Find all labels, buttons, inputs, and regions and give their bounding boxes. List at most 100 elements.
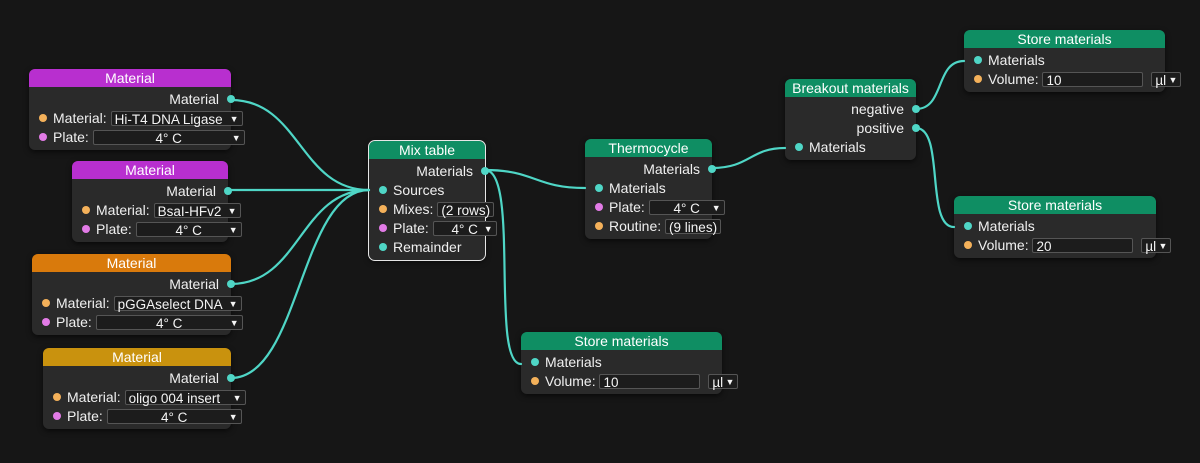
store-node-3[interactable]: Store materials Materials Volume: 10 µl▼ xyxy=(521,332,739,394)
remainder-input-port[interactable] xyxy=(379,243,387,252)
store-header[interactable]: Store materials xyxy=(954,196,1156,214)
unit-select[interactable]: µl▼ xyxy=(1141,237,1172,254)
volume-input[interactable]: 20 xyxy=(1032,237,1134,254)
material-output-label: Material xyxy=(169,90,219,107)
routine-input-port[interactable] xyxy=(595,222,603,231)
plate-select-row: Plate: 4° C▼ xyxy=(32,312,243,331)
breakout-node[interactable]: Breakout materials negative positive Mat… xyxy=(785,79,920,160)
thermo-input-label: Materials xyxy=(609,179,666,196)
store-header[interactable]: Store materials xyxy=(521,332,722,350)
volume-row: Volume: 10 µl▼ xyxy=(964,69,1182,88)
material-output-row: Material xyxy=(32,274,235,293)
plate-input-port[interactable] xyxy=(595,203,603,212)
thermo-output-port[interactable] xyxy=(708,164,716,173)
material-input-port[interactable] xyxy=(53,393,61,402)
material-input-port[interactable] xyxy=(82,206,90,215)
plate-input-port[interactable] xyxy=(82,225,90,234)
store-header[interactable]: Store materials xyxy=(964,30,1165,48)
mix-output-port[interactable] xyxy=(481,166,489,175)
store-node-1[interactable]: Store materials Materials Volume: 10 µl▼ xyxy=(964,30,1182,92)
routine-label: Routine: xyxy=(609,217,662,234)
wire-thermocycle-to-breakout xyxy=(710,146,787,170)
routine-row: Routine: (9 lines) xyxy=(585,216,722,235)
plate-input-port[interactable] xyxy=(379,224,387,233)
routine-button[interactable]: (9 lines) xyxy=(665,218,722,235)
dropdown-arrow-icon: ▼ xyxy=(711,202,721,213)
volume-input-port[interactable] xyxy=(974,75,982,84)
plate-select-row: Plate: 4° C▼ xyxy=(29,127,245,146)
volume-input-port[interactable] xyxy=(531,377,539,386)
mixes-button[interactable]: (2 rows) xyxy=(437,201,495,218)
plate-select[interactable]: 4° C▼ xyxy=(92,129,245,146)
plate-field-label: Plate: xyxy=(53,128,89,145)
store-input-port[interactable] xyxy=(974,56,982,65)
plate-select[interactable]: 4° C▼ xyxy=(432,220,497,237)
material-select[interactable]: oligo 004 insert▼ xyxy=(124,389,246,406)
volume-input-port[interactable] xyxy=(964,241,972,250)
material-input-port[interactable] xyxy=(42,299,50,308)
material-select[interactable]: pGGAselect DNA▼ xyxy=(113,295,242,312)
sources-input-port[interactable] xyxy=(379,186,387,195)
breakout-header[interactable]: Breakout materials xyxy=(785,79,916,97)
wire-material1-to-sources xyxy=(229,98,371,192)
positive-output-row: positive xyxy=(785,118,920,137)
material-node-1[interactable]: Material Material Material: Hi-T4 DNA Li… xyxy=(29,69,245,150)
volume-row: Volume: 20 µl▼ xyxy=(954,235,1172,254)
plate-select[interactable]: 4° C▼ xyxy=(135,221,242,238)
mixes-input-port[interactable] xyxy=(379,205,387,214)
unit-select[interactable]: µl▼ xyxy=(708,373,739,390)
material-node-header[interactable]: Material xyxy=(43,348,231,366)
negative-label: negative xyxy=(851,100,904,117)
material-output-port[interactable] xyxy=(227,373,235,382)
material-node-header[interactable]: Material xyxy=(29,69,231,87)
unit-select[interactable]: µl▼ xyxy=(1151,71,1182,88)
plate-select[interactable]: 4° C▼ xyxy=(95,314,243,331)
store-input-port[interactable] xyxy=(964,222,972,231)
material-output-port[interactable] xyxy=(227,279,235,288)
thermocycle-header[interactable]: Thermocycle xyxy=(585,139,712,157)
plate-input-port[interactable] xyxy=(53,412,61,421)
material-node-3[interactable]: Material Material Material: pGGAselect D… xyxy=(32,254,243,335)
dropdown-arrow-icon: ▼ xyxy=(229,317,239,328)
negative-output-port[interactable] xyxy=(912,104,920,113)
material-node-4[interactable]: Material Material Material: oligo 004 in… xyxy=(43,348,246,429)
material-select-row: Material: Hi-T4 DNA Ligase▼ xyxy=(29,108,243,127)
breakout-input-port[interactable] xyxy=(795,143,803,152)
wire-material3-to-sources xyxy=(229,188,371,286)
material-field-label: Material: xyxy=(56,294,110,311)
thermocycle-node[interactable]: Thermocycle Materials Materials Plate: 4… xyxy=(585,139,725,239)
store-input-label: Materials xyxy=(988,51,1045,68)
dropdown-arrow-icon: ▼ xyxy=(231,132,241,143)
dropdown-arrow-icon: ▼ xyxy=(725,376,735,387)
store-input-port[interactable] xyxy=(531,358,539,367)
material-node-header[interactable]: Material xyxy=(32,254,231,272)
material-output-label: Material xyxy=(166,182,216,199)
positive-output-port[interactable] xyxy=(912,123,920,132)
volume-label: Volume: xyxy=(978,236,1029,253)
material-input-port[interactable] xyxy=(39,114,47,123)
negative-output-row: negative xyxy=(785,99,920,118)
thermo-output-row: Materials xyxy=(585,159,716,178)
thermo-plate-row: Plate: 4° C▼ xyxy=(585,197,725,216)
material-select[interactable]: Hi-T4 DNA Ligase▼ xyxy=(110,110,243,127)
material-node-2[interactable]: Material Material Material: BsaI-HFv2▼ P… xyxy=(72,161,242,242)
thermo-input-port[interactable] xyxy=(595,184,603,193)
mix-table-header[interactable]: Mix table xyxy=(369,141,485,159)
dropdown-arrow-icon: ▼ xyxy=(228,298,238,309)
plate-select[interactable]: 4° C▼ xyxy=(106,408,242,425)
plate-input-port[interactable] xyxy=(42,318,50,327)
material-field-label: Material: xyxy=(96,201,150,218)
plate-field-label: Plate: xyxy=(609,198,645,215)
mix-table-node[interactable]: Mix table Materials Sources Mixes: (2 ro… xyxy=(368,140,497,261)
material-output-port[interactable] xyxy=(224,186,232,195)
material-output-port[interactable] xyxy=(227,94,235,103)
volume-input[interactable]: 10 xyxy=(599,373,701,390)
dropdown-arrow-icon: ▼ xyxy=(232,392,242,403)
material-select[interactable]: BsaI-HFv2▼ xyxy=(153,202,241,219)
volume-input[interactable]: 10 xyxy=(1042,71,1144,88)
store-node-2[interactable]: Store materials Materials Volume: 20 µl▼ xyxy=(954,196,1172,258)
sources-label: Sources xyxy=(393,181,445,198)
plate-input-port[interactable] xyxy=(39,133,47,142)
plate-select[interactable]: 4° C▼ xyxy=(648,199,725,216)
material-node-header[interactable]: Material xyxy=(72,161,228,179)
